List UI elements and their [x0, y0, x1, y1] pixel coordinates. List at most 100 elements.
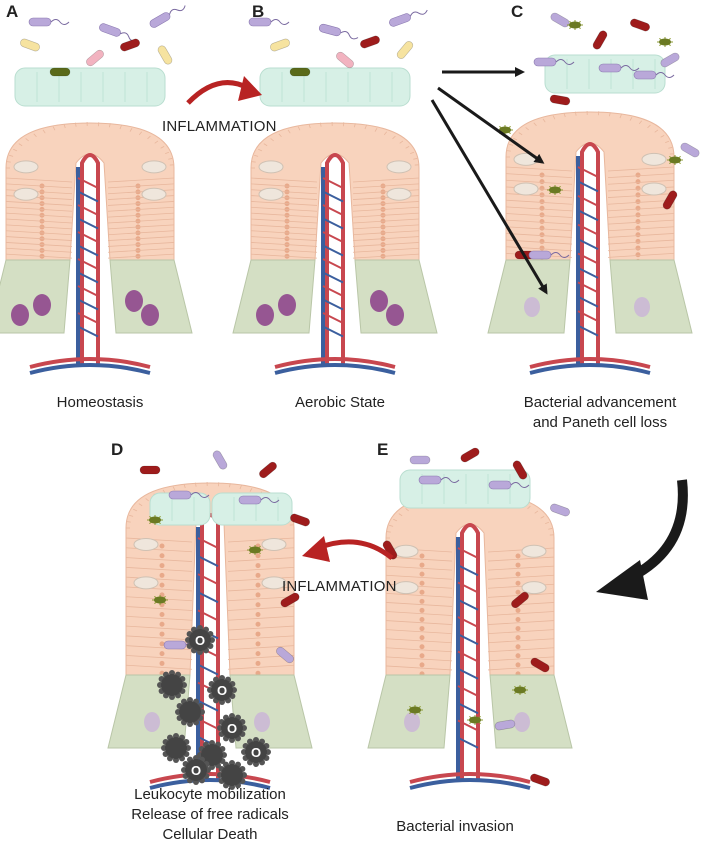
- crypt-left: [0, 259, 71, 334]
- capillary: [577, 223, 599, 236]
- pathogenic-bacterium: [630, 18, 650, 32]
- brush-border: [9, 154, 14, 157]
- nucleus: [515, 580, 521, 586]
- cell-border: [607, 213, 675, 218]
- crypt-left: [232, 259, 316, 334]
- capillary: [577, 310, 599, 323]
- spiky-bacterium: [407, 705, 423, 715]
- cell-border: [125, 615, 193, 621]
- brush-border: [195, 482, 197, 487]
- nucleus: [539, 179, 545, 185]
- nucleus: [255, 602, 261, 608]
- base-artery: [529, 357, 651, 369]
- capillary: [577, 267, 599, 279]
- cell-border: [505, 166, 573, 172]
- cell-border: [107, 242, 175, 247]
- tight-junction: [641, 152, 667, 166]
- cell-border: [505, 213, 573, 218]
- cell-border: [227, 606, 295, 611]
- base-vein: [29, 363, 151, 375]
- nucleus: [255, 612, 261, 617]
- cell-border: [107, 247, 175, 253]
- tight-junction: [393, 544, 419, 558]
- cell-border: [107, 206, 175, 212]
- nucleus: [539, 212, 545, 218]
- nucleus: [635, 245, 641, 251]
- brush-border: [145, 498, 149, 502]
- flagellated-bacterium: [168, 490, 210, 500]
- nucleus: [159, 553, 165, 559]
- capillary: [77, 190, 99, 203]
- nucleus: [635, 219, 641, 224]
- nucleus: [635, 205, 641, 211]
- capillary: [577, 238, 599, 250]
- cell-border: [107, 236, 175, 241]
- brush-border: [386, 531, 391, 533]
- cell-border: [107, 218, 175, 224]
- nucleus: [419, 589, 425, 595]
- capillary: [457, 598, 479, 611]
- cell-border: [227, 635, 295, 641]
- flagellated-bacterium: [28, 17, 70, 27]
- cell-border: [505, 173, 573, 179]
- cell-border: [5, 177, 73, 183]
- mucus-layer: [14, 67, 166, 107]
- paneth-cell-faded: [634, 297, 650, 317]
- cell-border: [352, 242, 420, 247]
- cell-border: [487, 638, 555, 644]
- brush-border: [533, 122, 537, 127]
- brush-border: [147, 135, 151, 140]
- nucleus: [539, 219, 545, 224]
- flagellated-bacterium: [528, 250, 570, 260]
- flagellated-bacterium: [389, 9, 428, 27]
- brush-border: [75, 122, 77, 127]
- brush-border: [138, 503, 143, 507]
- brush-border: [540, 516, 545, 519]
- cell-border: [107, 183, 175, 189]
- cell-border: [5, 218, 73, 224]
- brush-border: [278, 133, 282, 138]
- cell-border: [5, 236, 73, 241]
- commensal-bacterium: [270, 38, 290, 52]
- leukocyte: O: [207, 675, 237, 705]
- paneth-cell: [278, 294, 296, 316]
- panel-label-e: E: [377, 440, 389, 459]
- brush-border: [126, 521, 131, 523]
- cell-border: [250, 218, 318, 224]
- nucleus: [419, 617, 425, 622]
- nucleus: [515, 626, 521, 632]
- cell-border: [125, 625, 193, 631]
- cell-border: [607, 252, 675, 258]
- capillary: [197, 699, 219, 712]
- capillary: [322, 190, 344, 203]
- cell-border: [227, 625, 295, 631]
- capillary: [577, 180, 599, 193]
- pathogenic-bacterium: [212, 450, 228, 470]
- brush-border: [13, 148, 18, 152]
- brush-border: [172, 486, 176, 491]
- crypt-right: [354, 259, 438, 334]
- tight-junction: [393, 581, 419, 595]
- artery: [325, 153, 345, 365]
- brush-border: [542, 118, 546, 123]
- crypt-right: [609, 259, 693, 334]
- cell-border: [505, 219, 573, 225]
- pathogenic-bacterium: [290, 513, 310, 527]
- cell-border: [5, 201, 73, 206]
- pathogenic-bacterium: [550, 503, 570, 517]
- cell-border: [607, 206, 675, 212]
- crypt-right: [229, 674, 313, 749]
- brush-border: [249, 487, 253, 492]
- inflammation-arrow-bottom: [317, 539, 394, 560]
- capillary: [457, 547, 479, 559]
- bacterium: [49, 67, 71, 77]
- brush-border: [399, 140, 404, 144]
- nucleus: [635, 172, 641, 178]
- nucleus: [419, 562, 425, 568]
- cell-border: [250, 247, 318, 253]
- nucleus: [515, 644, 521, 650]
- spiky-bacterium: [467, 715, 483, 725]
- capillary: [322, 217, 344, 230]
- caption-line: and Paneth cell loss: [532, 414, 668, 431]
- capillary: [77, 231, 99, 243]
